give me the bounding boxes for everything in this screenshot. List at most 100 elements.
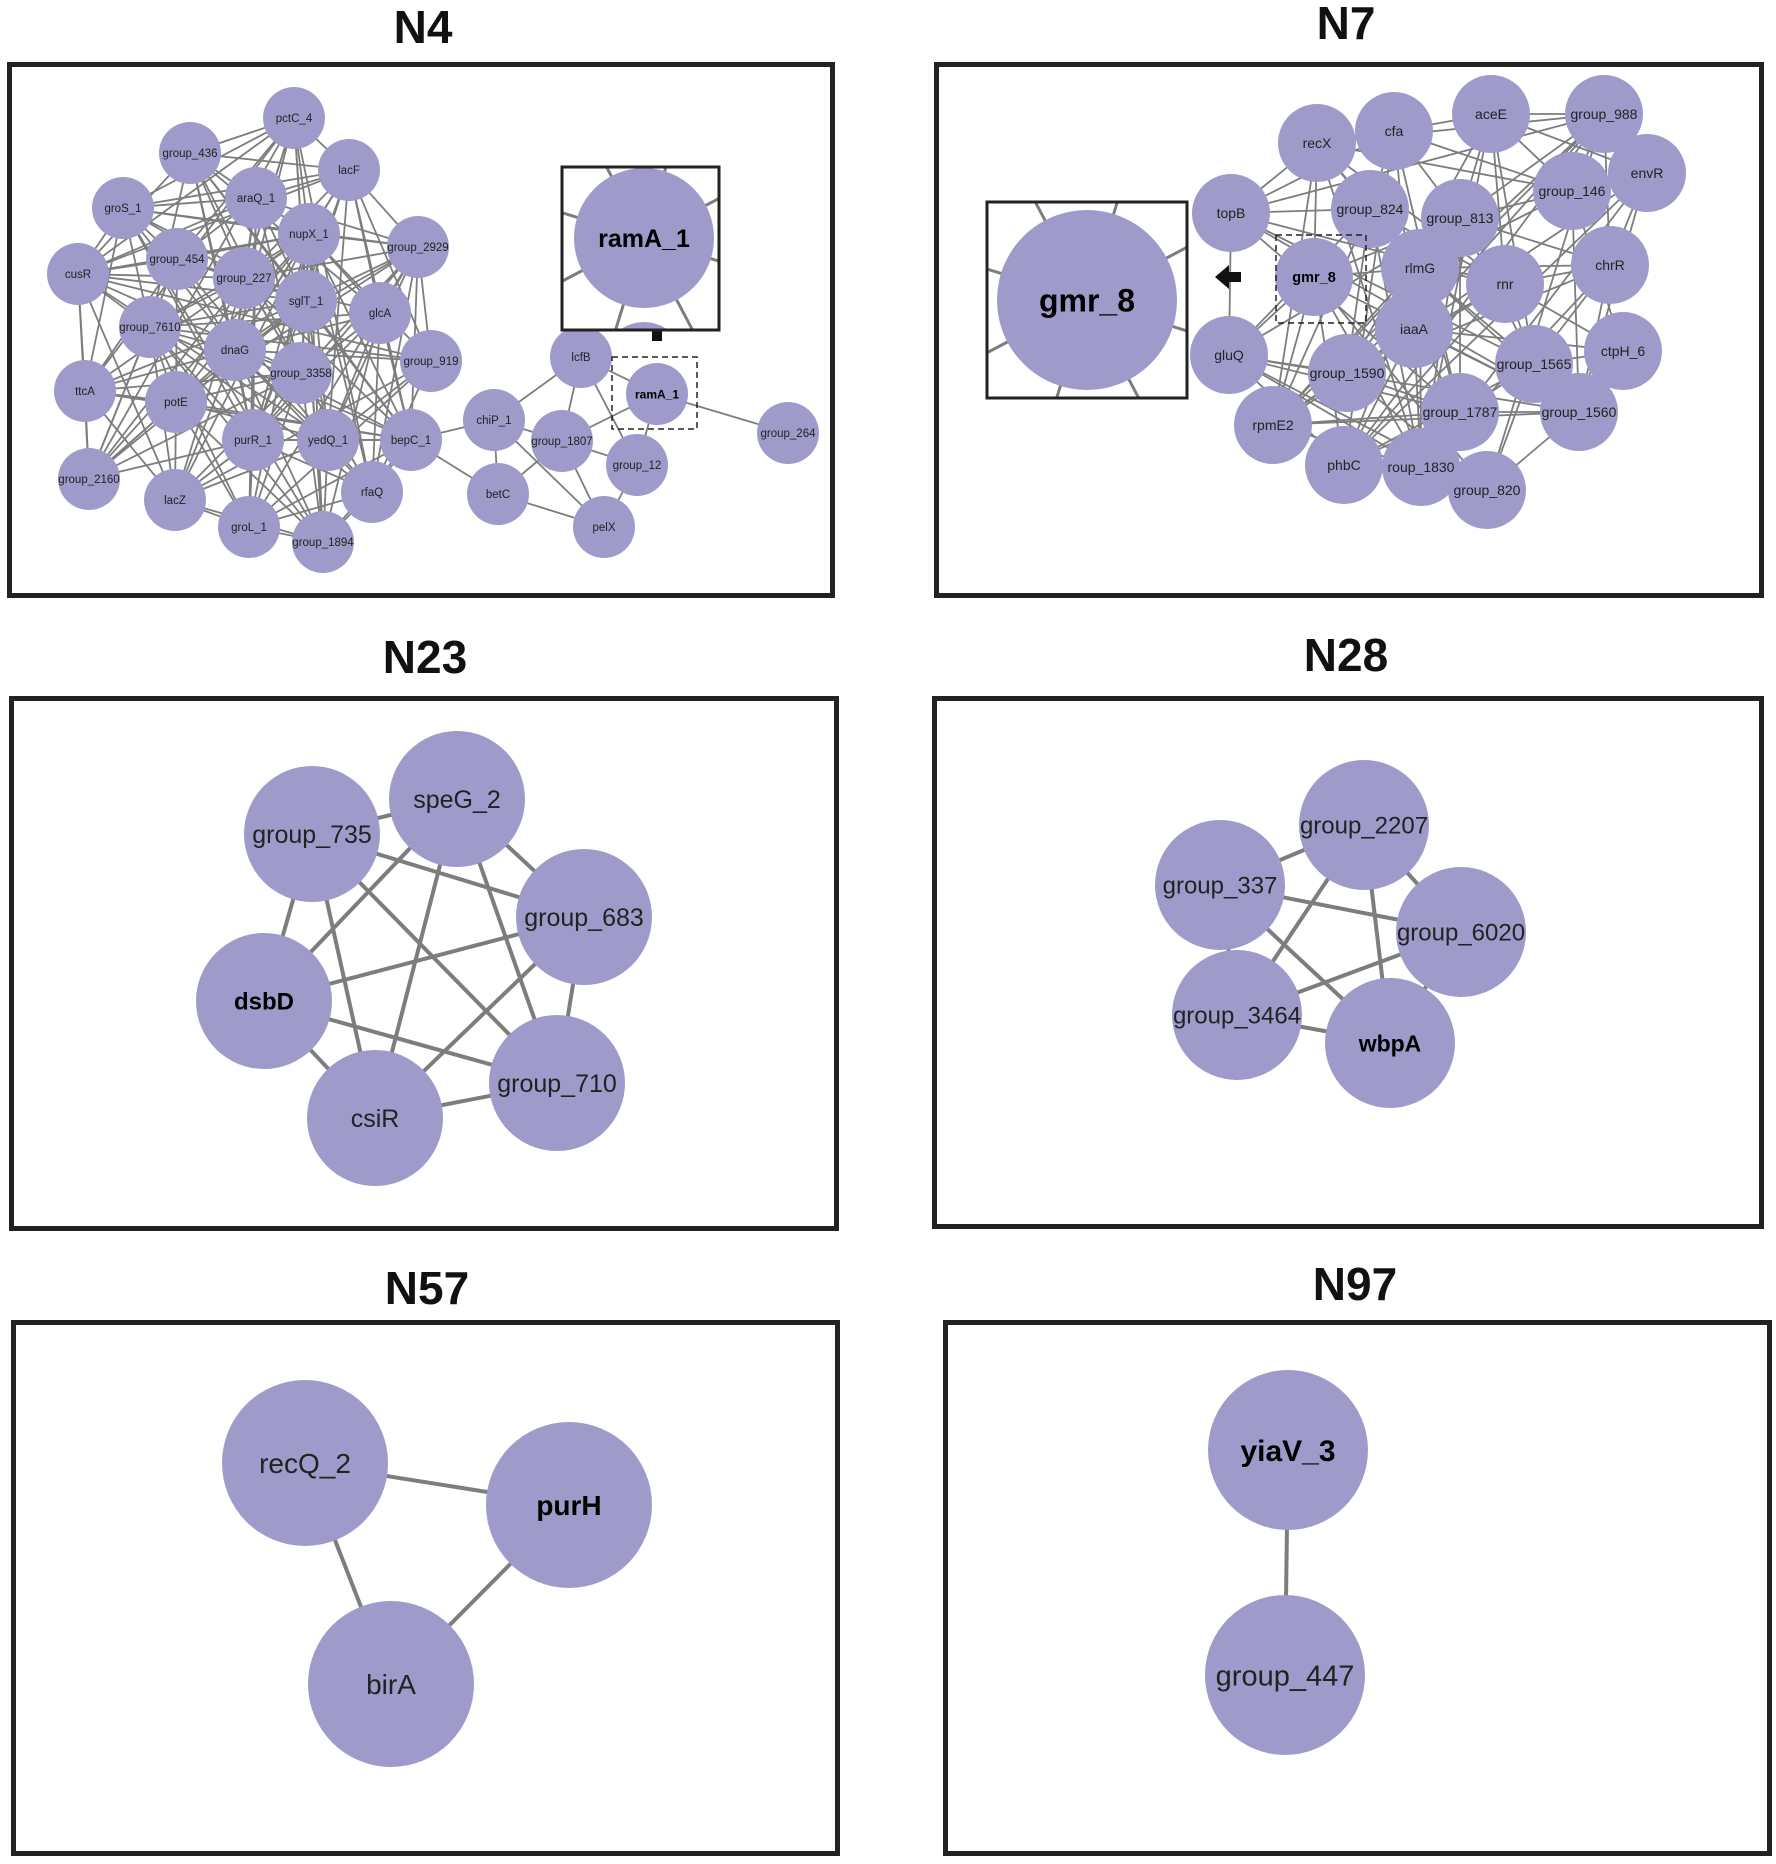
node-dsbd: dsbD bbox=[196, 933, 332, 1069]
node-chip-1: chiP_1 bbox=[463, 389, 525, 451]
node-circle bbox=[1275, 238, 1353, 316]
node-label: group_2929 bbox=[387, 242, 448, 254]
node-grol-1: groL_1 bbox=[218, 496, 280, 558]
node-yiav-3: yiaV_3 bbox=[1208, 1370, 1368, 1530]
node-label: cfa bbox=[1385, 123, 1404, 139]
node-label: group_7610 bbox=[119, 322, 180, 334]
node-ttca: ttcA bbox=[54, 360, 116, 422]
node-group-146: group_146 bbox=[1533, 152, 1611, 230]
inset-node-circle bbox=[574, 168, 714, 308]
node-label: topB bbox=[1217, 205, 1246, 221]
node-circle bbox=[1608, 134, 1686, 212]
node-circle bbox=[270, 342, 332, 404]
node-betc: betC bbox=[467, 463, 529, 525]
edge-lacf-cusr bbox=[77, 169, 350, 275]
node-circle bbox=[516, 849, 652, 985]
node-recx: recX bbox=[1278, 104, 1356, 182]
node-label: group_1560 bbox=[1542, 404, 1617, 420]
node-circle bbox=[225, 167, 287, 229]
node-label: yedQ_1 bbox=[308, 435, 348, 447]
edge-dnag-rfaq bbox=[234, 349, 373, 493]
node-label: ctpH_6 bbox=[1601, 343, 1646, 359]
node-lacf: lacF bbox=[318, 139, 380, 201]
edge-group-824-rpme2 bbox=[1272, 208, 1371, 426]
node-rpme2: rpmE2 bbox=[1234, 386, 1312, 464]
node-label: potE bbox=[164, 397, 188, 409]
node-circle bbox=[1278, 104, 1356, 182]
node-label: group_710 bbox=[497, 1070, 617, 1098]
node-gros-1: groS_1 bbox=[92, 177, 154, 239]
node-circle bbox=[387, 216, 449, 278]
node-rlmg: rlmG bbox=[1381, 229, 1459, 307]
node-circle bbox=[626, 363, 688, 425]
node-group-1787: group_1787 bbox=[1421, 373, 1499, 451]
node-label: group_1807 bbox=[531, 436, 592, 448]
panel-title-n57: N57 bbox=[384, 1262, 470, 1314]
node-label: rfaQ bbox=[361, 487, 383, 499]
node-label: group_454 bbox=[150, 254, 206, 266]
node-label: nupX_1 bbox=[289, 229, 329, 241]
edge-pote-group-1894 bbox=[175, 401, 324, 543]
node-circle bbox=[1299, 760, 1429, 890]
zoom-inset: ramA_1 bbox=[562, 167, 719, 330]
node-circle bbox=[400, 330, 462, 392]
node-circle bbox=[1375, 290, 1453, 368]
zoom-selection-box bbox=[1275, 234, 1367, 324]
node-circle bbox=[486, 1422, 652, 1588]
inset-neighbor-node bbox=[620, 322, 668, 330]
node-pote: potE bbox=[145, 371, 207, 433]
node-dnag: dnaG bbox=[204, 319, 266, 381]
node-group-12: group_12 bbox=[606, 434, 668, 496]
node-cfa: cfa bbox=[1355, 92, 1433, 170]
node-circle bbox=[1234, 386, 1312, 464]
node-label: group_813 bbox=[1427, 210, 1494, 226]
node-circle bbox=[349, 282, 411, 344]
edge-dnag-bepc-1 bbox=[234, 349, 412, 441]
node-group-820: group_820 bbox=[1448, 451, 1526, 529]
panel-title-n28: N28 bbox=[1303, 629, 1389, 681]
edge-rnr-phbc bbox=[1343, 283, 1506, 466]
panel-title-n23: N23 bbox=[382, 631, 468, 683]
node-label: group_3464 bbox=[1173, 1003, 1301, 1030]
edge-topb-group-1565 bbox=[1230, 212, 1535, 365]
network-n28: group_2207group_337group_6020group_3464w… bbox=[1155, 760, 1526, 1108]
node-label: group_735 bbox=[252, 821, 372, 849]
node-label: speG_2 bbox=[413, 786, 501, 814]
node-circle bbox=[278, 203, 340, 265]
edge-lacf-yedq-1 bbox=[327, 169, 350, 441]
node-lacz: lacZ bbox=[144, 469, 206, 531]
node-circle bbox=[292, 511, 354, 573]
node-group-227: group_227 bbox=[213, 247, 275, 309]
node-label: group_436 bbox=[163, 148, 218, 160]
node-circle bbox=[307, 1050, 443, 1186]
node-circle bbox=[531, 410, 593, 472]
node-circle bbox=[1452, 75, 1530, 153]
edge-pote-bepc-1 bbox=[175, 401, 412, 441]
edge-gluq-group-1560 bbox=[1228, 354, 1580, 413]
node-group-337: group_337 bbox=[1155, 820, 1285, 950]
node-label: recQ_2 bbox=[259, 1448, 351, 1479]
node-circle bbox=[1308, 334, 1386, 412]
node-chrr: chrR bbox=[1571, 226, 1649, 304]
node-label: group_820 bbox=[1454, 482, 1521, 498]
node-rnr: rnr bbox=[1466, 245, 1544, 323]
edge-group-988-topb bbox=[1230, 113, 1605, 214]
node-wbpa: wbpA bbox=[1325, 978, 1455, 1108]
node-araq-1: araQ_1 bbox=[225, 167, 287, 229]
edge-group-2929-rfaq bbox=[371, 246, 419, 493]
node-circle bbox=[1155, 820, 1285, 950]
inset-frame bbox=[985, 200, 1189, 400]
node-bira: birA bbox=[308, 1601, 474, 1767]
node-label: group_146 bbox=[1539, 183, 1606, 199]
node-circle bbox=[606, 434, 668, 496]
node-roup-1830: roup_1830 bbox=[1382, 428, 1460, 506]
node-circle bbox=[204, 319, 266, 381]
node-circle bbox=[757, 402, 819, 464]
node-circle bbox=[1540, 373, 1618, 451]
node-label: group_1894 bbox=[292, 537, 354, 549]
edge-nupx-1-ttca bbox=[84, 233, 310, 392]
